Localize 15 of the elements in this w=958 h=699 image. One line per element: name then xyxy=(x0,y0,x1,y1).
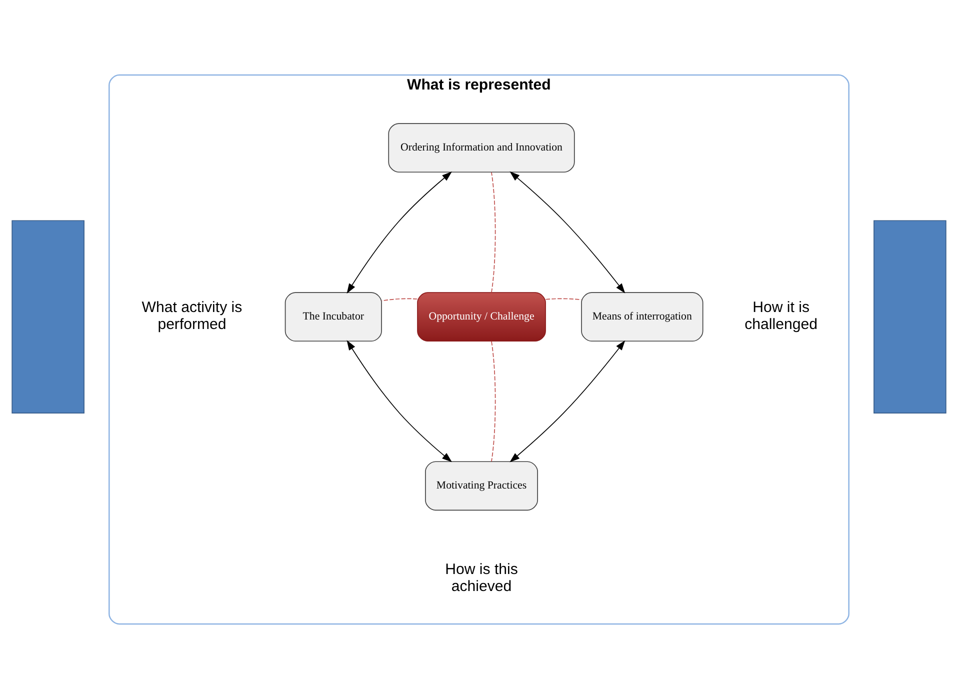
node-box: The Incubator xyxy=(284,292,382,342)
node-box: Means of interrogation xyxy=(581,292,704,342)
node-box: Ordering Information and Innovation xyxy=(388,123,575,173)
connector xyxy=(381,298,418,302)
connector xyxy=(491,172,496,293)
arrow xyxy=(510,171,626,294)
node-bar xyxy=(12,220,84,414)
node-bar xyxy=(874,220,946,414)
arrow xyxy=(346,340,452,462)
connector xyxy=(491,340,496,462)
arrow xyxy=(346,172,452,294)
node-box: Opportunity / Challenge xyxy=(417,292,546,342)
connector xyxy=(545,298,582,300)
node-box: Motivating Practices xyxy=(425,461,538,511)
arrow xyxy=(510,340,626,462)
